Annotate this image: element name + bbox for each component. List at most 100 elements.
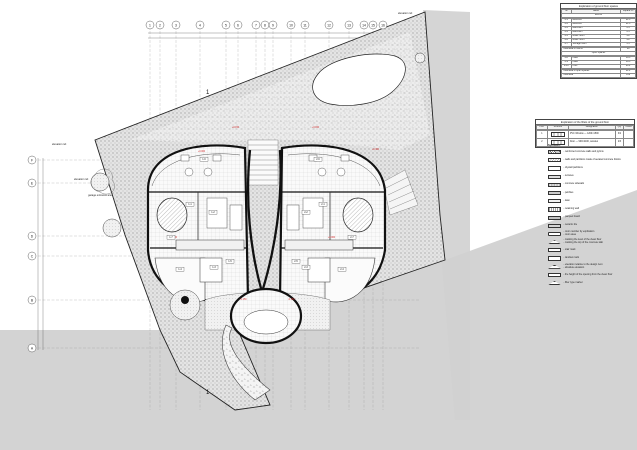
legend-item-label: - terraces: [563, 174, 574, 178]
column-axis-12: 12: [324, 20, 334, 30]
legend-item-label: - window mark: [563, 256, 579, 260]
room-tag-1-1: 1-1: [185, 202, 195, 207]
svg-text:-0.150: -0.150: [288, 299, 295, 301]
shrub-outline: [90, 168, 115, 195]
svg-text:14: 14: [362, 23, 366, 27]
legend-item: - terraces: [548, 173, 634, 181]
row-axis-A: A: [27, 343, 37, 353]
opening-notes: [623, 130, 634, 140]
opening-designation: PVC Window — 1200×1500: [567, 130, 616, 140]
svg-text:5: 5: [225, 23, 227, 27]
svg-text:1: 1: [149, 23, 151, 27]
column-axis-11: 11: [300, 20, 310, 30]
column-axis-13: 13: [344, 20, 354, 30]
legend-swatch-icon: [548, 199, 561, 204]
legend-swatch-icon: [548, 207, 561, 212]
legend-item-label: - marking the level of the clean floor- …: [563, 238, 603, 245]
svg-text:E: E: [31, 181, 34, 185]
column-axis-14: 14: [359, 20, 369, 30]
opening-scheme: [546, 130, 569, 140]
room-tag-markers: 1-11-21-31-41-51-61-72-12-22-32-42-52-62…: [166, 157, 357, 272]
legend-swatch-icon: [548, 158, 561, 163]
svg-text:2: 2: [159, 23, 161, 27]
svg-text:F: F: [31, 158, 33, 162]
side-note: elevation ref.: [52, 142, 67, 146]
svg-text:D: D: [31, 234, 34, 238]
legend-swatch-icon: [548, 281, 561, 286]
section-open: Open spaces: [561, 51, 636, 57]
legend-item-label: - stair mark: [563, 247, 576, 251]
room-tag-2-3: 2-3: [301, 265, 311, 270]
legend-item: - walls and partitions made of aerated c…: [548, 156, 634, 164]
column-axis-3: 3: [171, 20, 181, 30]
legend-swatch-icon: [548, 215, 561, 220]
column-axis-6: 6: [233, 20, 243, 30]
opening-pos: 2: [536, 138, 548, 148]
svg-text:2-2: 2-2: [304, 211, 308, 214]
column-axis-4: 4: [195, 20, 205, 30]
room-tag-2-4: 2-4: [337, 267, 347, 272]
svg-text:1-5: 1-5: [228, 260, 232, 263]
east-slope: [423, 10, 470, 420]
legend-swatch-icon: [548, 256, 561, 261]
legend-swatch-icon: [548, 150, 561, 155]
legend-item-label: - walls and partitions made of aerated c…: [563, 157, 621, 161]
svg-text:15: 15: [371, 23, 375, 27]
svg-text:1-6: 1-6: [202, 158, 206, 161]
legend-item-label: - parquet board: [563, 215, 580, 219]
svg-text:B: B: [31, 298, 34, 302]
svg-text:1-3: 1-3: [212, 266, 216, 269]
svg-text:1-4: 1-4: [178, 268, 182, 271]
legend-item-label: - elevation relative to the design zero-…: [563, 262, 603, 269]
legend-item: - window mark: [548, 254, 634, 262]
top-dimension-chain: [148, 32, 386, 39]
svg-text:6: 6: [237, 23, 239, 27]
room-tag-1-7: 1-7: [166, 235, 176, 240]
column-axis-1: 1: [145, 20, 155, 30]
legend-item: - concrete sidewalk: [548, 181, 634, 189]
legend-item: - room number by explication- room area: [548, 230, 634, 238]
svg-text:A: A: [31, 346, 34, 350]
legend-item: - pebbles: [548, 189, 634, 197]
legend-item: - ceramic tile: [548, 222, 634, 230]
pond: [312, 53, 406, 106]
open-space-num: 2-10: [561, 64, 572, 70]
svg-text:2-6: 2-6: [316, 158, 320, 161]
legend-item-label: - room number by explication- room area: [563, 230, 595, 236]
rotunda-pool: [243, 309, 289, 335]
column-axis-9: 9: [268, 20, 278, 30]
column-axis-10: 10: [286, 20, 296, 30]
legend-swatch-icon: [548, 223, 561, 228]
entry-ramp: [222, 324, 271, 401]
openings-table-caption: Explication of the fillets of the ground…: [536, 120, 634, 126]
legend-item-label: - lawn: [563, 198, 570, 202]
east-steps: [382, 169, 419, 216]
room-tag-1-5: 1-5: [225, 259, 235, 264]
legend-item: - reinforced concrete walls and pylons: [548, 148, 634, 156]
opening-notes: [623, 138, 634, 148]
legend-swatch-icon: [548, 190, 561, 196]
legend-item: - lawn: [548, 197, 634, 205]
svg-text:+0.150: +0.150: [312, 127, 320, 129]
legend-swatch-icon: [548, 240, 561, 245]
left-dimension-chain: [37, 158, 44, 350]
legend-item-label: - ceramic tile: [563, 223, 578, 227]
opening-scheme-icon: [550, 139, 565, 146]
room-tag-2-7: 2-7: [347, 235, 357, 240]
section-mark-top: 1 1: [206, 90, 210, 396]
room-name: Storage room: [570, 42, 622, 48]
legend-item: - elevation relative to the design zero-…: [548, 263, 634, 271]
legend-item-label: - retaining wall: [563, 207, 579, 210]
legend-swatch-icon: [548, 174, 561, 179]
opening-scheme-icon: [550, 131, 565, 138]
openings-explication-table: Explication of the fillets of the ground…: [535, 119, 635, 149]
room-tag-1-2: 1-2: [208, 210, 218, 215]
legend-title: Symbols:: [548, 143, 561, 147]
col-header-notes: Notes: [623, 125, 634, 131]
svg-text:C: C: [31, 254, 34, 258]
legend-item-label: - filter type marker: [563, 280, 583, 284]
svg-text:2-1: 2-1: [321, 203, 325, 206]
